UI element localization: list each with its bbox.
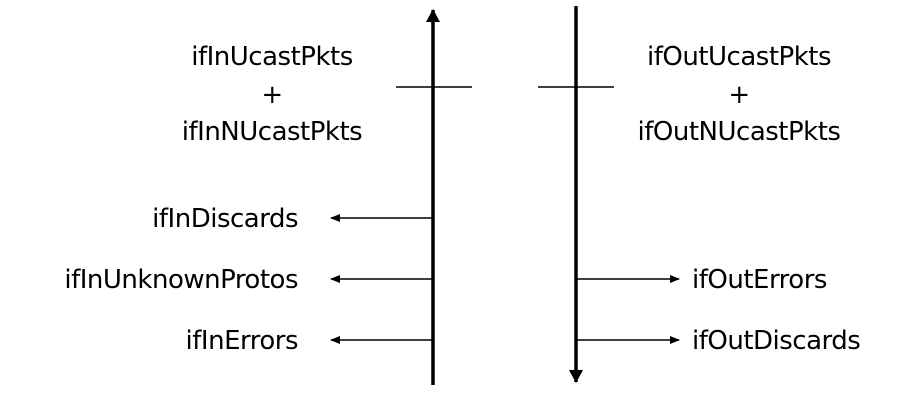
outbound-total-plus: + — [728, 80, 750, 110]
outbound-output-discards: ifOutDiscards — [692, 326, 861, 356]
outbound-output-errors: ifOutErrors — [692, 265, 827, 295]
inbound-output-unknown-protos: ifInUnknownProtos — [64, 265, 298, 295]
inbound-output-discards: ifInDiscards — [152, 204, 298, 234]
inbound-total-plus: + — [261, 80, 283, 110]
outbound-total-line1: ifOutUcastPkts — [647, 42, 832, 72]
inbound-output-errors: ifInErrors — [185, 326, 299, 356]
outbound-total-line2: ifOutNUcastPkts — [637, 117, 841, 147]
inbound-total-line1: ifInUcastPkts — [191, 42, 353, 72]
inbound-total-line2: ifInNUcastPkts — [181, 117, 363, 147]
